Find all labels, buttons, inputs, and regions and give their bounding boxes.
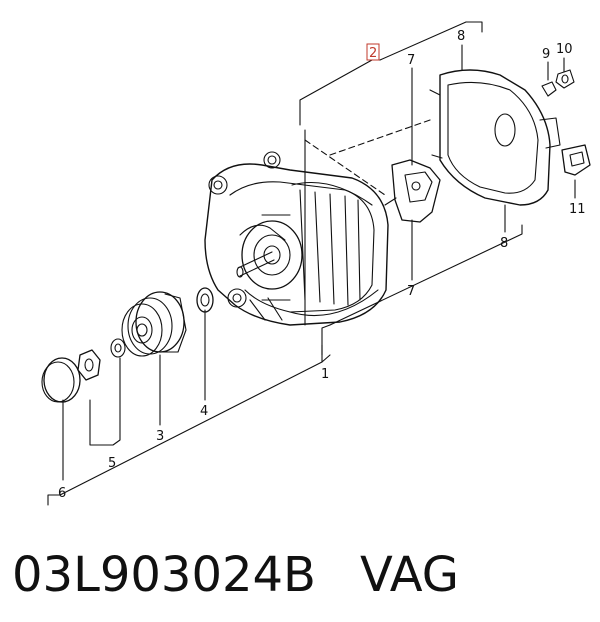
caption: 03L903024B VAG: [12, 540, 592, 610]
voltage-regulator: [384, 159, 441, 223]
pulley: [121, 291, 187, 357]
protective-cap: [41, 357, 81, 403]
connector-plug: [561, 144, 591, 176]
callout-2: 2: [369, 46, 377, 61]
rear-cover: [429, 69, 561, 206]
nut-washer-set: [77, 338, 126, 381]
callout-4: 4: [200, 404, 208, 419]
callout-8-top: 8: [457, 29, 465, 44]
nut-small: [541, 81, 557, 97]
callout-10: 10: [556, 42, 573, 57]
callout-8-bottom: 8: [500, 236, 508, 251]
bracket-lines: [47, 21, 523, 506]
nut-cap: [555, 69, 575, 89]
part-number: 03L903024B: [12, 547, 316, 603]
callout-3: 3: [156, 429, 164, 444]
callout-labels: 2 1 3 4 5 6 7 7 8 8 9 10 11: [58, 29, 586, 501]
callout-7-top: 7: [407, 53, 415, 68]
rotor-shaft: [236, 220, 303, 290]
callout-5: 5: [108, 456, 116, 471]
callout-7-bottom: 7: [407, 284, 415, 299]
leader-lines: [62, 44, 576, 481]
washer: [196, 287, 214, 313]
callout-6: 6: [58, 486, 66, 501]
brand-name: VAG: [359, 547, 459, 603]
callout-9: 9: [542, 47, 550, 62]
exploded-parts-diagram: 2 1 3 4 5 6 7 7 8 8 9 10 11: [41, 21, 591, 506]
callout-11: 11: [569, 202, 586, 217]
alternator-body: [204, 151, 389, 326]
callout-1: 1: [321, 367, 329, 382]
callout-2-box: [366, 43, 380, 61]
